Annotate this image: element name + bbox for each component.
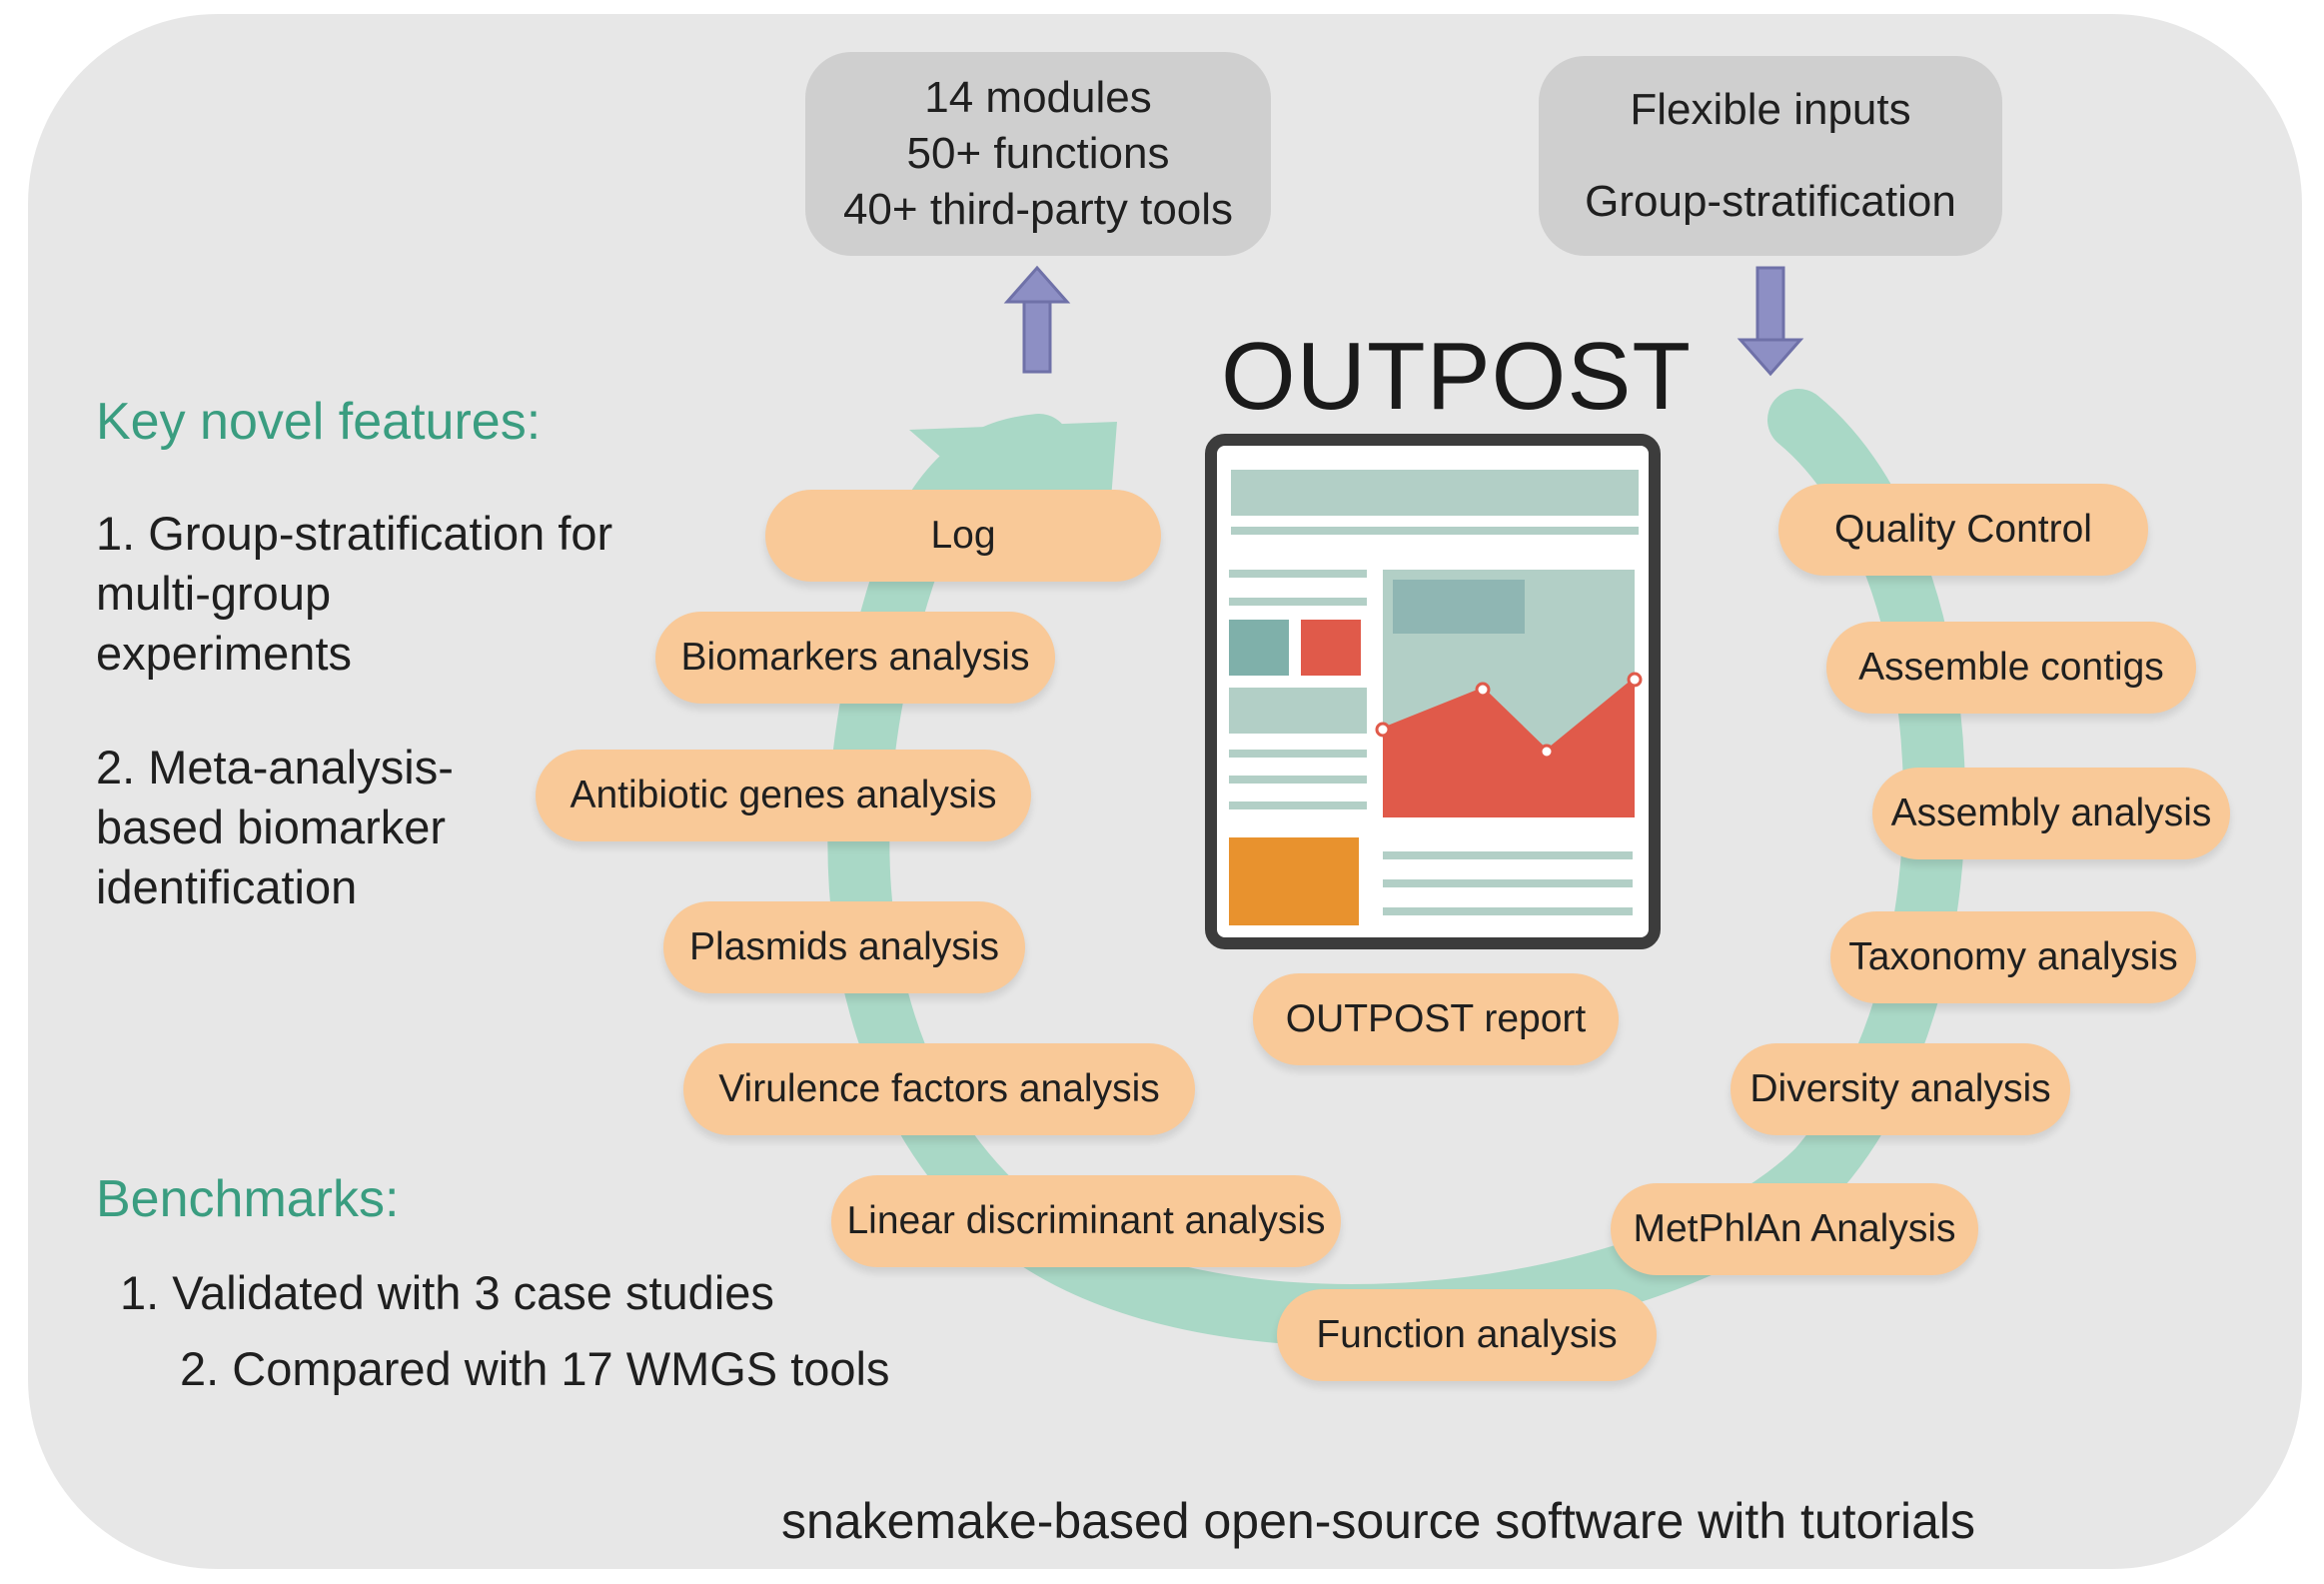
- tools-count-text: 40+ third-party tools: [842, 185, 1234, 234]
- key-feature-1-line-2: multi-group: [96, 567, 332, 620]
- module-plasmids-analysis: Plasmids analysis: [663, 901, 1025, 993]
- module-quality-control: Quality Control: [1778, 484, 2148, 576]
- module-taxonomy-analysis: Taxonomy analysis: [1830, 911, 2196, 1003]
- footer-text: snakemake-based open-source software wit…: [781, 1493, 1976, 1549]
- key-feature-2-line-1: 2. Meta-analysis-: [96, 741, 454, 793]
- down-arrow-icon: [1737, 266, 1804, 377]
- functions-count-text: 50+ functions: [906, 129, 1170, 178]
- flexible-inputs-text: Flexible inputs: [1630, 85, 1911, 134]
- benchmark-2: 2. Compared with 17 WMGS tools: [180, 1342, 890, 1395]
- module-assembly-analysis: Assembly analysis: [1872, 768, 2230, 859]
- benchmarks-heading: Benchmarks:: [96, 1170, 400, 1228]
- key-feature-1-line-1: 1. Group-stratification for: [96, 507, 613, 560]
- modules-count-text: 14 modules: [924, 73, 1152, 122]
- benchmark-1: 1. Validated with 3 case studies: [120, 1266, 774, 1319]
- key-features-heading: Key novel features:: [96, 393, 542, 451]
- module-diversity-analysis: Diversity analysis: [1731, 1043, 2070, 1135]
- key-feature-2-line-3: identification: [96, 860, 358, 913]
- outpost-report-label: OUTPOST report: [1253, 973, 1619, 1065]
- key-feature-2: 2. Meta-analysis- based biomarker identi…: [96, 738, 454, 917]
- key-feature-1-line-3: experiments: [96, 627, 352, 680]
- group-stratification-text: Group-stratification: [1585, 177, 1956, 226]
- up-arrow-icon: [1003, 265, 1071, 374]
- module-log: Log: [765, 490, 1161, 582]
- key-feature-1: 1. Group-stratification for multi-group …: [96, 504, 612, 684]
- module-virulence-factors-analysis: Virulence factors analysis: [683, 1043, 1195, 1135]
- inputs-summary-box: Flexible inputs Group-stratification: [1539, 56, 2002, 256]
- report-document-icon: [1205, 434, 1661, 949]
- module-metphlan-analysis: MetPhlAn Analysis: [1611, 1183, 1978, 1275]
- modules-summary-box: 14 modules 50+ functions 40+ third-party…: [805, 52, 1271, 256]
- module-function-analysis: Function analysis: [1277, 1289, 1657, 1381]
- key-feature-2-line-2: based biomarker: [96, 800, 447, 853]
- outpost-title: OUTPOST: [1221, 323, 1693, 430]
- module-biomarkers-analysis: Biomarkers analysis: [655, 612, 1055, 704]
- module-antibiotic-genes-analysis: Antibiotic genes analysis: [536, 750, 1031, 841]
- module-assemble-contigs: Assemble contigs: [1826, 622, 2196, 714]
- module-linear-discriminant-analysis: Linear discriminant analysis: [831, 1175, 1341, 1267]
